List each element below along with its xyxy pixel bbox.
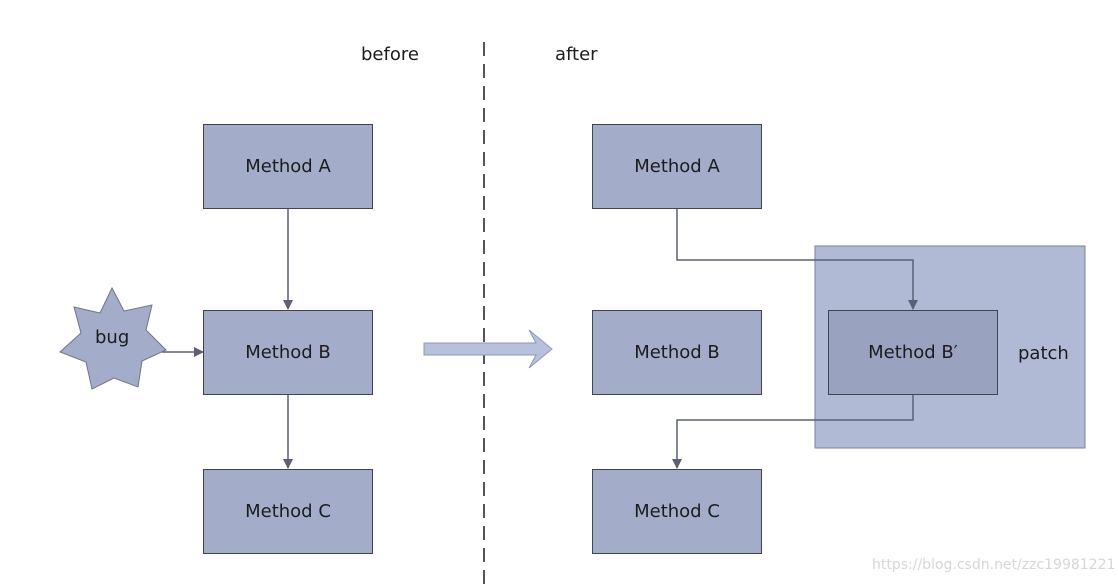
before-method-a-box: Method A — [203, 124, 373, 209]
patch-label: patch — [1018, 343, 1069, 364]
before-method-c-label: Method C — [245, 501, 331, 522]
transition-arrow — [423, 329, 553, 369]
before-method-a-label: Method A — [245, 156, 331, 177]
after-method-b-label: Method B — [634, 342, 720, 363]
arrow-bprime-to-c — [672, 394, 914, 469]
after-heading: after — [555, 44, 598, 65]
watermark: https://blog.csdn.net/zzc19981221 — [872, 557, 1116, 573]
after-method-b-prime-box: Method B′ — [828, 310, 998, 395]
after-method-c-label: Method C — [634, 501, 720, 522]
arrow-a-to-bprime — [676, 208, 918, 310]
after-method-b-box: Method B — [592, 310, 762, 395]
bug-star-shape — [59, 286, 167, 390]
after-method-b-prime-label: Method B′ — [868, 342, 958, 363]
before-method-b-box: Method B — [203, 310, 373, 395]
after-method-a-box: Method A — [592, 124, 762, 209]
after-method-a-label: Method A — [634, 156, 720, 177]
before-method-c-box: Method C — [203, 469, 373, 554]
after-method-c-box: Method C — [592, 469, 762, 554]
before-heading: before — [361, 44, 419, 65]
before-method-b-label: Method B — [245, 342, 331, 363]
bug-label: bug — [95, 327, 130, 348]
